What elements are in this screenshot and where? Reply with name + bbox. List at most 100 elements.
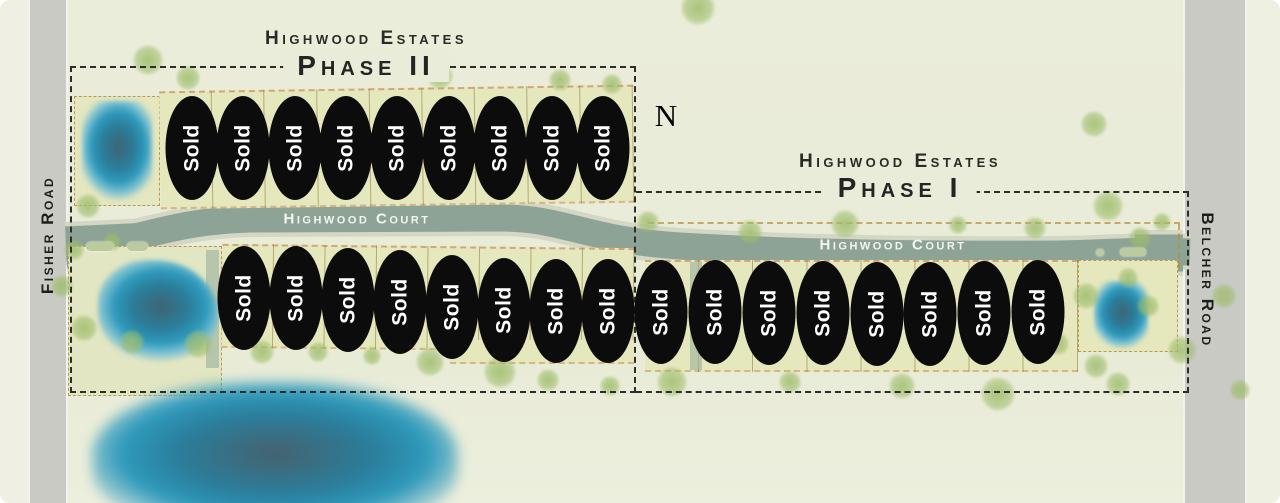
belcher-road-label: Belcher Road [1198,212,1217,348]
tree-icon [1153,213,1171,231]
tree-icon [1084,354,1108,378]
tree-icon [949,216,967,234]
tree-icon [549,69,571,91]
map-edge-left [0,0,28,503]
tree-icon [184,330,212,358]
sold-label: Sold [283,124,306,172]
sold-label: Sold [811,289,834,337]
sold-lot-marker: Sold [957,261,1011,365]
tree-icon [1073,283,1099,309]
phase2-subtitle: Phase II [283,50,449,82]
sold-label: Sold [492,286,515,334]
sold-lot-marker: Sold [581,259,635,363]
sold-label: Sold [180,124,203,172]
sold-lot-marker: Sold [422,96,476,200]
sold-label: Sold [591,124,614,172]
fisher-road-label: Fisher Road [38,175,57,295]
sold-lot-marker: Sold [373,250,427,354]
map-edge-right [1247,0,1280,503]
tree-icon [71,315,97,341]
sold-label: Sold [488,124,511,172]
tree-icon [363,347,381,365]
sold-label: Sold [336,276,359,324]
sold-lot-marker: Sold [216,96,270,200]
sold-lot-marker: Sold [321,248,375,352]
sold-label: Sold [232,274,255,322]
tree-icon [537,369,559,391]
sold-label: Sold [544,287,567,335]
tree-icon [133,45,163,75]
sold-lot-marker: Sold [850,262,904,366]
sold-label: Sold [334,124,357,172]
tree-icon [1129,227,1151,249]
retention-pond [92,382,458,503]
sold-label: Sold [703,288,726,336]
sold-label: Sold [231,124,254,172]
tree-icon [1024,217,1046,239]
sold-lot-marker: Sold [529,259,583,363]
tree-icon [1081,111,1107,137]
belcher-road [1183,0,1247,503]
tree-icon [1168,336,1196,364]
sold-label: Sold [1026,288,1049,336]
retention-pond [1094,281,1148,349]
tree-icon [1137,295,1159,317]
road-median [1120,248,1146,256]
sold-label: Sold [972,289,995,337]
sold-lot-marker: Sold [525,96,579,200]
tree-icon [120,330,144,354]
sold-lot-marker: Sold [473,96,527,200]
sold-label: Sold [596,287,619,335]
tree-icon [889,373,915,399]
parcel-boundary-line [1178,224,1180,268]
sold-label: Sold [540,124,563,172]
sold-lot-marker: Sold [425,255,479,359]
retention-pond [82,101,152,201]
sold-label: Sold [284,274,307,322]
sold-lot-marker: Sold [269,246,323,350]
tree-icon [831,210,859,238]
tree-icon [779,371,801,393]
court-road-label-west: Highwood Court [283,210,431,228]
sold-lot-marker: Sold [796,261,850,365]
sold-lot-marker: Sold [634,260,688,364]
sold-lot-marker: Sold [903,262,957,366]
tree-icon [1230,380,1250,400]
sold-lot-marker: Sold [217,246,271,350]
tree-icon [76,194,100,218]
parcel-boundary-line [648,222,1180,224]
sold-label: Sold [437,124,460,172]
court-road-label-east: Highwood Court [819,236,967,254]
sold-label: Sold [385,124,408,172]
sold-lot-marker: Sold [165,96,219,200]
phase1-subtitle: Phase I [823,172,977,204]
phase1-title: Highwood Estates [798,151,1002,172]
sold-label: Sold [388,278,411,326]
road-median [86,242,114,251]
tree-icon [308,342,328,362]
road-median [1096,249,1104,256]
sold-label: Sold [440,283,463,331]
north-letter: N [654,98,678,133]
sold-lot-marker: Sold [319,96,373,200]
tree-icon [51,275,73,297]
sold-label: Sold [918,290,941,338]
tree-icon [1093,191,1123,221]
tree-icon [602,74,622,94]
tree-icon [1212,284,1236,308]
sold-lot-marker: Sold [576,96,630,200]
phase2-title: Highwood Estates [264,28,468,49]
tree-icon [176,66,200,90]
sold-lot-marker: Sold [1011,260,1065,364]
tree-icon [981,377,1015,411]
sold-lot-marker: Sold [742,261,796,365]
tree-icon [1118,268,1138,288]
sold-label: Sold [865,290,888,338]
sold-label: Sold [649,288,672,336]
sold-lot-marker: Sold [688,260,742,364]
sold-lot-marker: Sold [477,258,531,362]
sold-lot-marker: Sold [370,96,424,200]
tree-icon [738,220,762,244]
tree-icon [64,240,84,260]
sold-lot-marker: Sold [268,96,322,200]
